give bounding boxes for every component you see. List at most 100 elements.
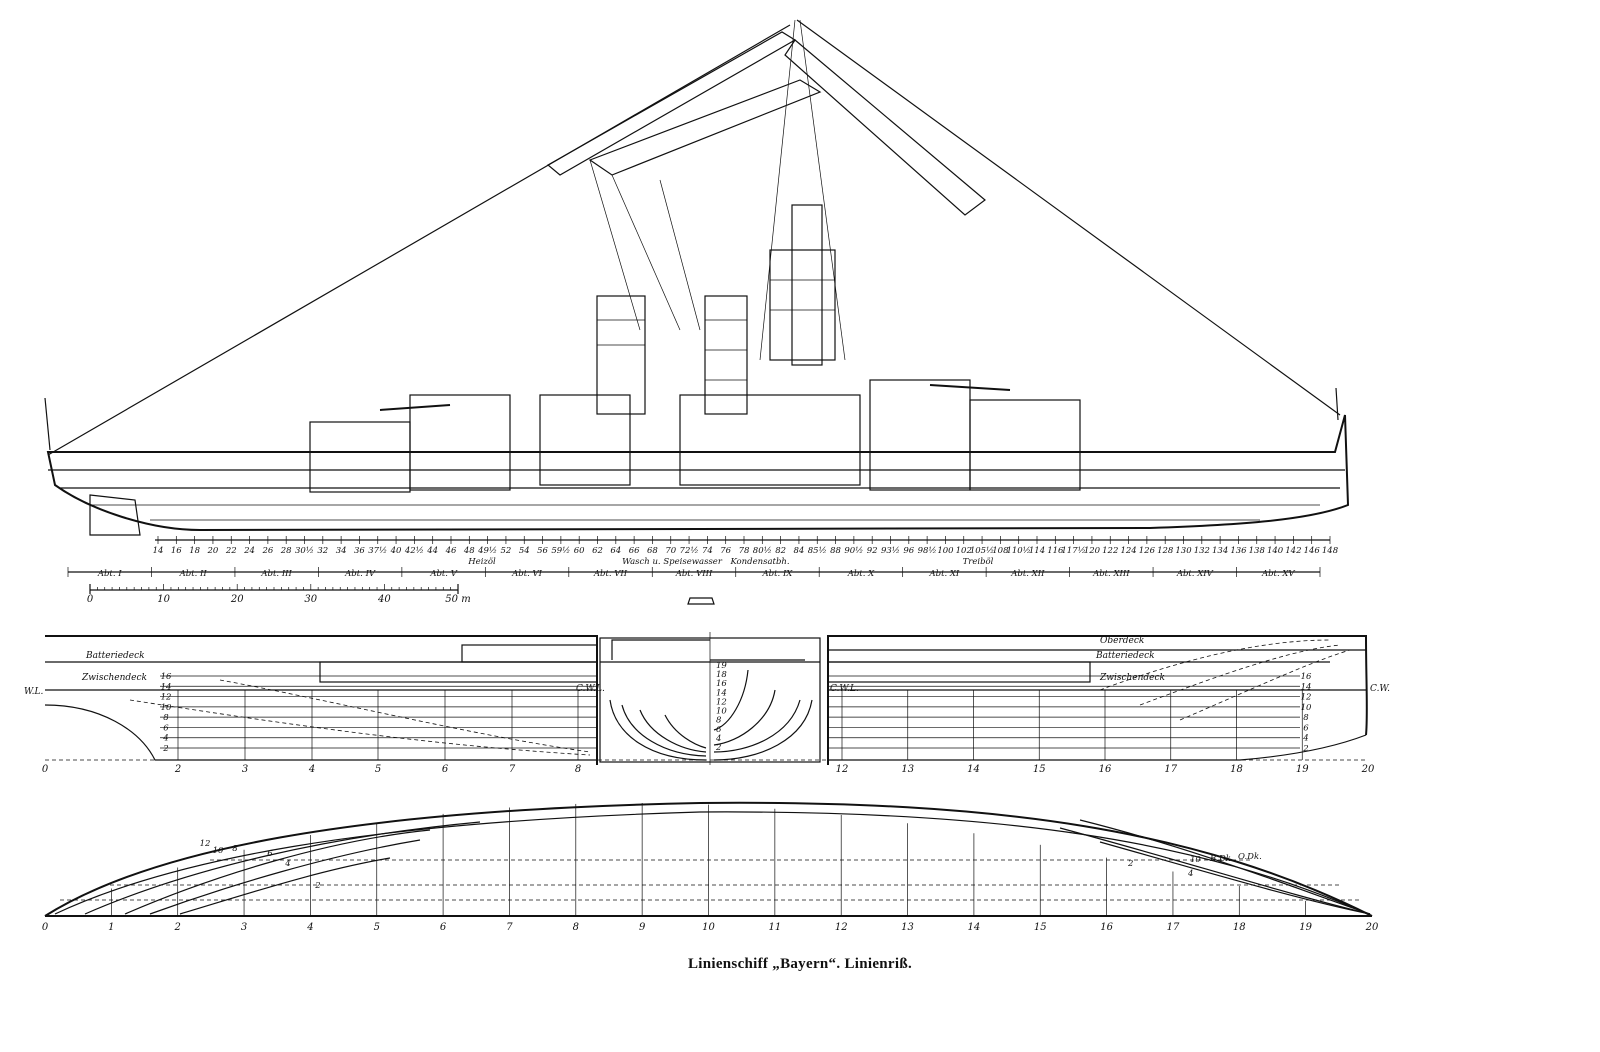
frame-number: 46: [445, 546, 457, 556]
turret-b: [409, 394, 511, 491]
plan-station-number: 1: [108, 922, 114, 933]
boat-crane-boom: [546, 31, 986, 331]
frame-number: 72½: [680, 545, 699, 556]
compartment-label: Abt. XII: [1010, 569, 1045, 579]
plan-line-label: 4: [1187, 869, 1193, 879]
label-oberdeck: Oberdeck: [1100, 636, 1144, 646]
frame-number: 114: [1029, 546, 1045, 556]
frame-number: 124: [1120, 546, 1136, 556]
compartment-label: Abt. XIV: [1176, 569, 1214, 579]
frame-number: 134: [1212, 546, 1228, 556]
frame-number: 128: [1157, 546, 1174, 556]
plan-station-number: 2: [174, 922, 181, 933]
frame-number: 80½: [753, 545, 772, 556]
diagonal-left: [219, 679, 591, 753]
station-number: 15: [1033, 764, 1046, 775]
plan-station-number: 20: [1365, 922, 1379, 933]
compartment-label: Abt. IV: [344, 569, 376, 579]
casemate-block-left: [319, 661, 598, 683]
scale-label: 20: [230, 594, 244, 605]
body-section-number: 10: [716, 707, 727, 717]
station-number: 12: [836, 764, 849, 775]
station-number: 0: [42, 764, 49, 775]
waterline-6: [149, 839, 421, 915]
frame-number: 20: [207, 546, 219, 556]
waterline-8: [124, 829, 431, 915]
waterline-number: 12: [1301, 693, 1312, 703]
compartment-label: Abt. II: [179, 569, 208, 579]
scale-label: 30: [304, 594, 317, 605]
frame-number: 24: [243, 546, 255, 556]
frame-number: 40: [390, 546, 402, 556]
waterline-number: 4: [1302, 734, 1308, 744]
plan-line-label: 6: [267, 849, 273, 859]
frame-number: 74: [702, 546, 713, 556]
station-number: 13: [901, 764, 914, 775]
frame-number: 44: [426, 546, 438, 556]
fore-control-tower: [769, 204, 836, 366]
frame-number: 32: [317, 546, 328, 556]
waterline-number: 12: [161, 693, 172, 703]
ensign-staff: [1335, 387, 1339, 421]
plan-station-number: 15: [1034, 922, 1047, 933]
frame-number: 34: [336, 546, 347, 556]
plan-line-label: 2: [1127, 859, 1133, 869]
stern-profile: [44, 704, 597, 761]
label-wl: W.L.: [24, 687, 44, 697]
frame-number: 30½: [295, 545, 314, 556]
turret-c: [869, 379, 971, 491]
waterline-number: 10: [161, 703, 172, 713]
rudder: [89, 494, 141, 536]
section-symbol: [687, 597, 715, 605]
frame-number: 78: [739, 546, 750, 556]
body-section-number: 8: [716, 716, 722, 726]
body-section-number: 14: [716, 688, 727, 698]
bow-keel-profile: [828, 734, 1367, 761]
body-section-number: 18: [716, 670, 727, 680]
frame-number: 59½: [551, 545, 570, 556]
station-number: 16: [1099, 764, 1112, 775]
compartment-label: Abt. XIII: [1092, 569, 1130, 579]
frame-number: 28: [280, 546, 292, 556]
waterline-right-b: [1059, 827, 1371, 915]
frame-number: 37½: [368, 545, 387, 556]
waterline-number: 6: [1303, 723, 1309, 733]
waterline-right-c: [1099, 841, 1371, 915]
plan-line-label: 10: [1190, 855, 1201, 865]
frame-number: 76: [720, 546, 731, 556]
frame-number: 84: [794, 546, 805, 556]
forestay-line: [47, 24, 791, 456]
frame-number: 148: [1322, 546, 1339, 556]
gun-barrel: [929, 384, 1011, 391]
scale-label: 0: [87, 594, 94, 605]
plan-line-label: 2: [314, 881, 320, 891]
body-section-number: 6: [716, 725, 722, 735]
station-number: 20: [1361, 764, 1375, 775]
body-section-number: 12: [716, 697, 727, 707]
frame-number: 64: [610, 546, 621, 556]
station-number: 17: [1164, 764, 1177, 775]
plan-line-label: 8: [232, 844, 238, 854]
label-cwl-left: C.W.L.: [576, 684, 605, 694]
deck-edge-outline: [44, 801, 1373, 917]
plan-station-number: 16: [1100, 922, 1113, 933]
plan-line-label: B.Dk.: [1209, 854, 1234, 864]
frame-number: 116: [1047, 546, 1064, 556]
waterline-number: 16: [1301, 672, 1312, 682]
waterline-10: [84, 821, 481, 915]
waterline-number: 6: [163, 723, 169, 733]
frame-number: 126: [1139, 546, 1156, 556]
funnel-fore: [596, 295, 646, 415]
waterline-number: 14: [1301, 682, 1312, 692]
scale-label: 10: [157, 594, 170, 605]
frame-number: 96: [903, 546, 914, 556]
plan-line-label: 12: [200, 839, 211, 849]
midship-superstructure: [679, 394, 861, 486]
